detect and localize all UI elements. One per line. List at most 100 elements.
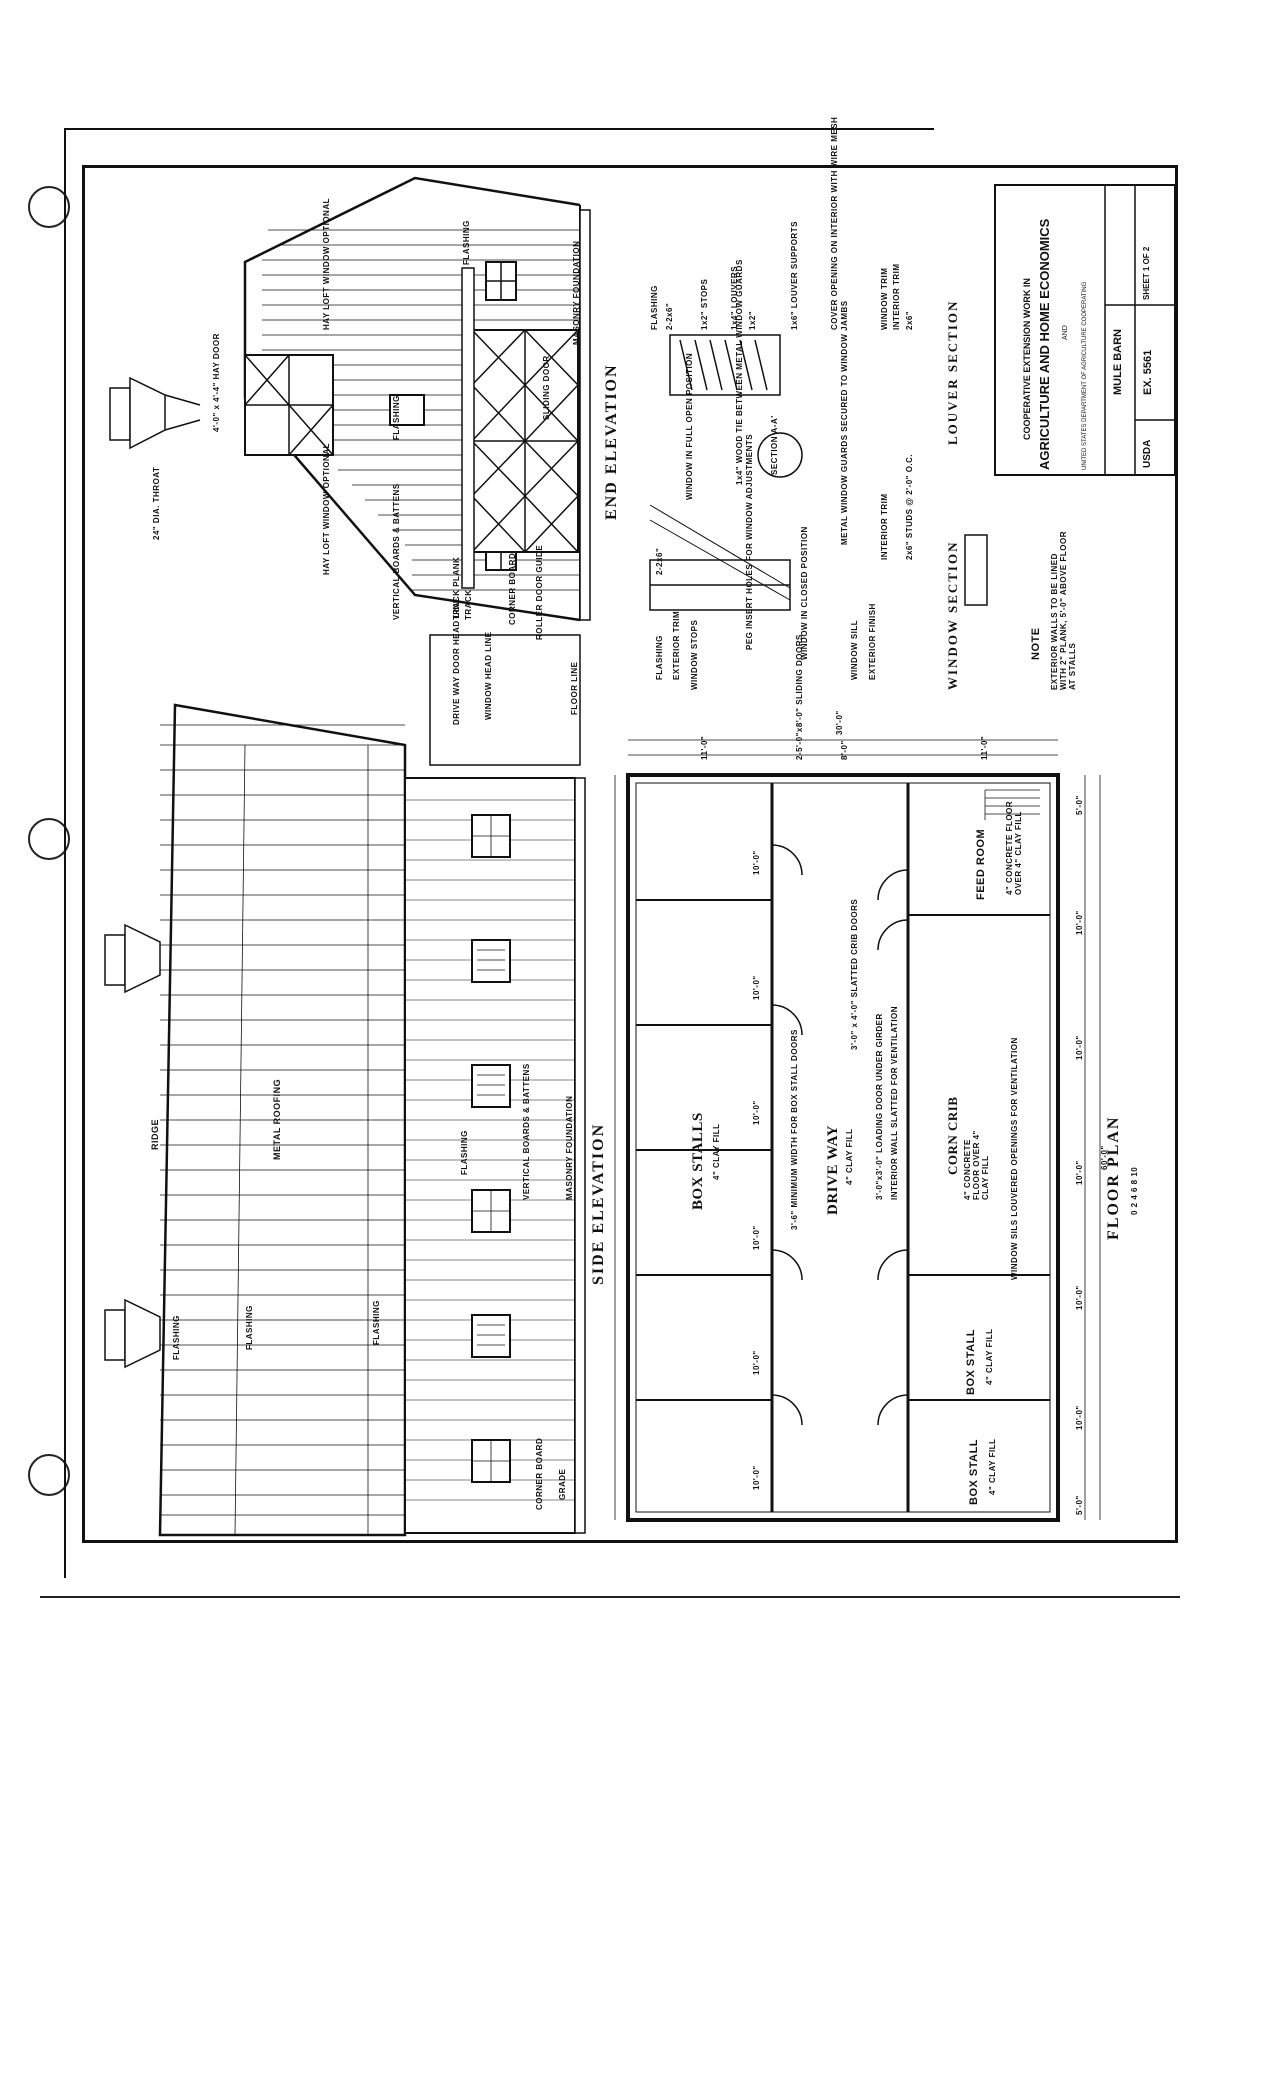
label-vertical-boards-side: VERTICAL BOARDS & BATTENS: [522, 1063, 531, 1200]
label-drive-way-fill: 4" CLAY FILL: [845, 1128, 854, 1185]
label-peg-insert: PEG INSERT HOLES FOR WINDOW ADJUSTMENTS: [745, 433, 754, 650]
window-section-title: WINDOW SECTION: [945, 540, 960, 690]
label-box-stalls-fill: 4" CLAY FILL: [712, 1123, 721, 1180]
label-track: TRACK: [464, 589, 473, 621]
note-text: EXTERIOR WALLS TO BE LINED WITH 2" PLANK…: [1050, 531, 1077, 690]
label-louver-dim-bot: 2x6": [905, 310, 914, 330]
label-window-head-line: WINDOW HEAD LINE: [484, 631, 493, 720]
dim-8: 8'-0": [840, 740, 849, 760]
bay-dim-bottom-1: 10'-0": [752, 850, 761, 875]
bay-dim-bottom-6: 10'-0": [752, 1465, 761, 1490]
dim-overall-width: 30'-0": [835, 710, 844, 735]
label-box-stall-1: BOX STALL: [965, 1328, 977, 1395]
label-louver-flashing: FLASHING: [650, 285, 659, 330]
title-block-line3: AND: [1062, 325, 1069, 340]
label-section-aa: SECTION A-A': [770, 415, 779, 475]
label-flashing-side-2: FLASHING: [245, 1305, 254, 1350]
bottom-rule: [40, 1596, 1180, 1598]
bay-dim-right-2: 10'-0": [1075, 910, 1084, 935]
label-hay-loft-right: HAY LOFT WINDOW OPTIONAL: [322, 198, 331, 330]
bay-dim-bottom-5: 10'-0": [752, 1350, 761, 1375]
title-block-line1: COOPERATIVE EXTENSION WORK IN: [1022, 278, 1032, 440]
label-grade: GRADE: [558, 1468, 567, 1500]
bay-dim-right-5: 10'-0": [1075, 1285, 1084, 1310]
label-roller-door-guide: ROLLER DOOR GUIDE: [535, 544, 544, 640]
title-block-sheet: SHEET 1 OF 2: [1142, 246, 1151, 300]
scale-bar-floor: 0 2 4 6 8 10: [1130, 1166, 1139, 1215]
label-minimum-width: 3'-6" MINIMUM WIDTH FOR BOX STALL DOORS: [790, 1029, 799, 1230]
bay-dim-right-6: 10'-0": [1075, 1405, 1084, 1430]
punch-hole-top: [28, 186, 70, 228]
label-box-stall-1-fill: 4" CLAY FILL: [985, 1328, 994, 1385]
title-block-project: MULE BARN: [1112, 329, 1124, 395]
label-hay-loft-left: HAY LOFT WINDOW OPTIONAL: [322, 443, 331, 575]
label-exterior-trim: EXTERIOR TRIM: [672, 610, 681, 680]
label-louvers: 1x4" LOUVERS: [730, 265, 739, 330]
label-corn-crib: CORN CRIB: [945, 1096, 960, 1175]
louver-section-drawing: [669, 334, 781, 396]
bay-dim-bottom-3: 10'-0": [752, 1100, 761, 1125]
label-flashing-end-top: FLASHING: [462, 220, 471, 265]
bay-dim-right-3: 10'-0": [1075, 1035, 1084, 1060]
label-box-stall-2: BOX STALL: [968, 1438, 980, 1505]
label-studs: 2x6" STUDS @ 2'-0" O.C.: [905, 453, 914, 560]
label-corn-crib-floor: 4" CONCRETE FLOOR OVER 4" CLAY FILL: [963, 1130, 990, 1200]
label-flashing-end-mid: FLASHING: [392, 395, 401, 440]
title-block-line2: AGRICULTURE AND HOME ECONOMICS: [1037, 218, 1052, 470]
dim-overall-length: 60'-0": [1100, 1145, 1109, 1170]
bay-dim-right-4: 10'-0": [1075, 1160, 1084, 1185]
drawing-sheet: [82, 165, 1178, 1543]
label-sliding-doors: 2-5'-0"x8'-0" SLIDING DOORS: [795, 634, 804, 760]
dim-11b: 11'-0": [980, 735, 989, 760]
punch-hole-bottom: [28, 1454, 70, 1496]
label-flashing-side-4: FLASHING: [460, 1130, 469, 1175]
left-rule: [64, 128, 66, 1578]
top-rule: [64, 128, 934, 130]
label-corner-board-end: CORNER BOARD: [508, 552, 517, 625]
label-ridge: RIDGE: [150, 1118, 160, 1150]
label-louver-stops: 1x2" STOPS: [700, 278, 709, 330]
title-block-line4: UNITED STATES DEPARTMENT OF AGRICULTURE …: [1082, 281, 1088, 470]
label-box-stalls: BOX STALLS: [690, 1112, 706, 1210]
dim-11: 11'-0": [700, 735, 709, 760]
label-drive-way: DRIVE WAY: [825, 1125, 841, 1215]
label-flashing-side-1: FLASHING: [172, 1315, 181, 1360]
title-block-frame: [994, 184, 1176, 476]
label-louver-dim-mid: 1x2": [748, 310, 757, 330]
label-window-sill: WINDOW SILL: [850, 619, 859, 680]
floor-plan-drawing: [614, 739, 1101, 1522]
bay-dim-right-1: 5'-0": [1075, 795, 1084, 815]
label-feed-room-floor: 4" CONCRETE FLOOR OVER 4" CLAY FILL: [1005, 800, 1023, 895]
punch-hole-middle: [28, 818, 70, 860]
louver-section-title: LOUVER SECTION: [945, 299, 960, 445]
bay-dim-right-7: 5'-0": [1075, 1495, 1084, 1515]
label-louver-window-trim: WINDOW TRIM: [880, 267, 889, 330]
label-louver-supports: 1x6" LOUVER SUPPORTS: [790, 221, 799, 330]
label-throat: 24" DIA. THROAT: [152, 466, 161, 540]
label-hay-door: 4'-0" x 4'-4" HAY DOOR: [212, 333, 221, 432]
label-vertical-boards-end: VERTICAL BOARDS & BATTENS: [392, 483, 401, 620]
label-metal-window-guards: METAL WINDOW GUARDS SECURED TO WINDOW JA…: [840, 300, 849, 545]
title-block-agency: USDA: [1142, 439, 1153, 468]
label-window-sills: WINDOW SILS LOUVERED OPENINGS FOR VENTIL…: [1010, 1037, 1019, 1280]
bay-dim-bottom-2: 10'-0": [752, 975, 761, 1000]
label-drive-way-door: DRIVE WAY DOOR HEAD LINE: [452, 597, 461, 725]
label-interior-trim-window: INTERIOR TRIM: [880, 493, 889, 561]
label-louver-interior-trim: INTERIOR TRIM: [892, 263, 901, 331]
label-window-dim-top: 2-2x6": [655, 547, 664, 575]
end-elevation-drawing: [109, 176, 591, 622]
label-window-flashing: FLASHING: [655, 635, 664, 680]
label-corner-board-side: CORNER BOARD: [535, 1437, 544, 1510]
bay-dim-bottom-4: 10'-0": [752, 1225, 761, 1250]
label-feed-room: FEED ROOM: [975, 828, 987, 900]
label-floor-line: FLOOR LINE: [570, 661, 579, 715]
label-exterior-finish: EXTERIOR FINISH: [868, 603, 877, 680]
side-elevation-title: SIDE ELEVATION: [590, 1122, 607, 1285]
label-sliding-door: SLIDING DOOR: [542, 355, 551, 420]
label-louver-dim-top: 2-2x6": [665, 302, 674, 330]
label-window-full-open: WINDOW IN FULL OPEN POSITION: [685, 352, 694, 500]
note-title: NOTE: [1030, 627, 1042, 660]
label-louver-cover: COVER OPENING ON INTERIOR WITH WIRE MESH: [830, 116, 839, 330]
label-slatted-crib-doors: 3'-0" x 4'-0" SLATTED CRIB DOORS: [850, 898, 859, 1050]
